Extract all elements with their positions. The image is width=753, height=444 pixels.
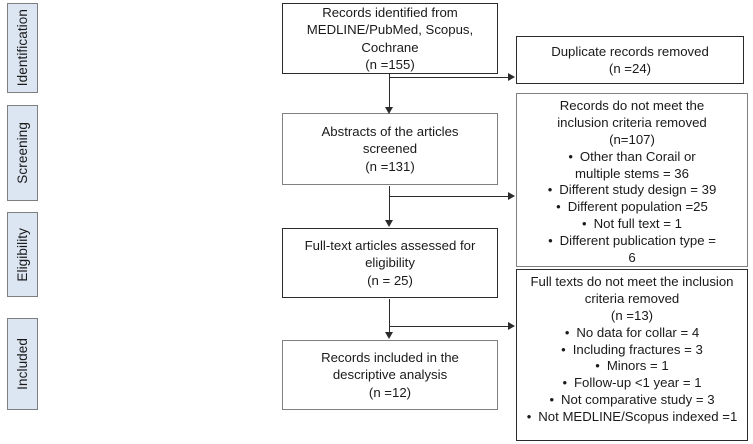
reason-item: 6 (628, 250, 636, 266)
records-identified-line-2: MEDLINE/PubMed, Scopus, (306, 22, 474, 38)
reason-item: Other than Corail or (521, 149, 743, 166)
abstracts-screened-count: (n =131) (365, 158, 415, 174)
reason-item: Follow-up <1 year = 1 (521, 375, 743, 392)
arrowhead-right-fulltext-excluded (508, 322, 515, 330)
abstracts-screened-line-1: Abstracts of the articles (321, 124, 459, 140)
records-excluded-count: (n=107) (609, 131, 655, 147)
reason-item: Minors = 1 (521, 358, 743, 375)
connector-fulltext-to-included (389, 299, 390, 334)
fulltext-excluded-line-2: criteria removed (584, 290, 680, 306)
reason-item: Different population =25 (521, 199, 743, 216)
arrowhead-right-duplicates (508, 73, 515, 81)
records-excluded-reason-list: Other than Corail or multiple stems = 36… (521, 149, 743, 267)
box-abstracts-screened: Abstracts of the articles screened (n =1… (282, 113, 498, 185)
reason-item: Not full text = 1 (521, 216, 743, 233)
reason-item: Including fractures = 3 (521, 342, 743, 359)
connector-screened-to-records-excluded (389, 196, 509, 197)
reason-item: multiple stems = 36 (575, 165, 689, 181)
stage-label-included: Included (14, 338, 30, 390)
fulltext-excluded-reason-list: No data for collar = 4 Including fractur… (521, 325, 743, 426)
fulltext-assessed-line-1: Full-text articles assessed for (304, 238, 476, 254)
box-records-included: Records included in the descriptive anal… (282, 340, 498, 410)
records-included-count: (n =12) (368, 384, 412, 400)
records-excluded-line-2: inclusion criteria removed (557, 114, 707, 130)
stage-screening: Screening (7, 105, 38, 201)
records-included-line-2: descriptive analysis (332, 367, 448, 383)
box-duplicates-removed: Duplicate records removed (n =24) (516, 36, 744, 84)
records-included-line-1: Records included in the (321, 350, 459, 366)
reason-item: Not MEDLINE/Scopus indexed =1 (521, 409, 743, 426)
reason-item: Not comparative study = 3 (521, 392, 743, 409)
box-fulltext-excluded: Full texts do not meet the inclusion cri… (516, 269, 748, 441)
records-identified-line-3: Cochrane (361, 39, 419, 55)
reason-item: Different study design = 39 (521, 182, 743, 199)
records-identified-line-1: Records identified from (322, 5, 458, 21)
connector-identified-to-screened (389, 74, 390, 109)
connector-screened-to-fulltext (389, 186, 390, 222)
stage-eligibility: Eligibility (7, 212, 38, 297)
arrowhead-down-fulltext (385, 220, 393, 227)
connector-identified-to-duplicates (389, 77, 509, 78)
duplicates-removed-line-1: Duplicate records removed (551, 43, 709, 59)
stage-identification: Identification (7, 3, 38, 93)
duplicates-removed-count: (n =24) (608, 61, 652, 76)
fulltext-assessed-line-2: eligibility (365, 255, 415, 271)
connector-fulltext-to-fulltext-excluded (389, 326, 509, 327)
box-records-identified: Records identified from MEDLINE/PubMed, … (282, 3, 498, 74)
stage-included: Included (7, 318, 38, 410)
arrowhead-down-included (385, 332, 393, 339)
reason-item: Different publication type = (521, 233, 743, 250)
records-excluded-line-1: Records do not meet the (559, 98, 705, 113)
box-fulltext-assessed: Full-text articles assessed for eligibil… (282, 228, 498, 298)
stage-label-screening: Screening (14, 122, 30, 184)
stage-label-identification: Identification (14, 9, 30, 87)
fulltext-excluded-line-1: Full texts do not meet the inclusion (530, 274, 734, 289)
arrowhead-down-screened (385, 107, 393, 114)
box-records-excluded: Records do not meet the inclusion criter… (516, 93, 748, 267)
fulltext-excluded-count: (n =13) (610, 307, 654, 323)
reason-item: No data for collar = 4 (521, 325, 743, 342)
fulltext-assessed-count: (n = 25) (367, 272, 413, 288)
records-identified-count: (n =155) (365, 56, 415, 72)
arrowhead-right-records-excluded (508, 192, 515, 200)
stage-label-eligibility: Eligibility (14, 227, 30, 282)
abstracts-screened-line-2: screened (362, 141, 418, 157)
